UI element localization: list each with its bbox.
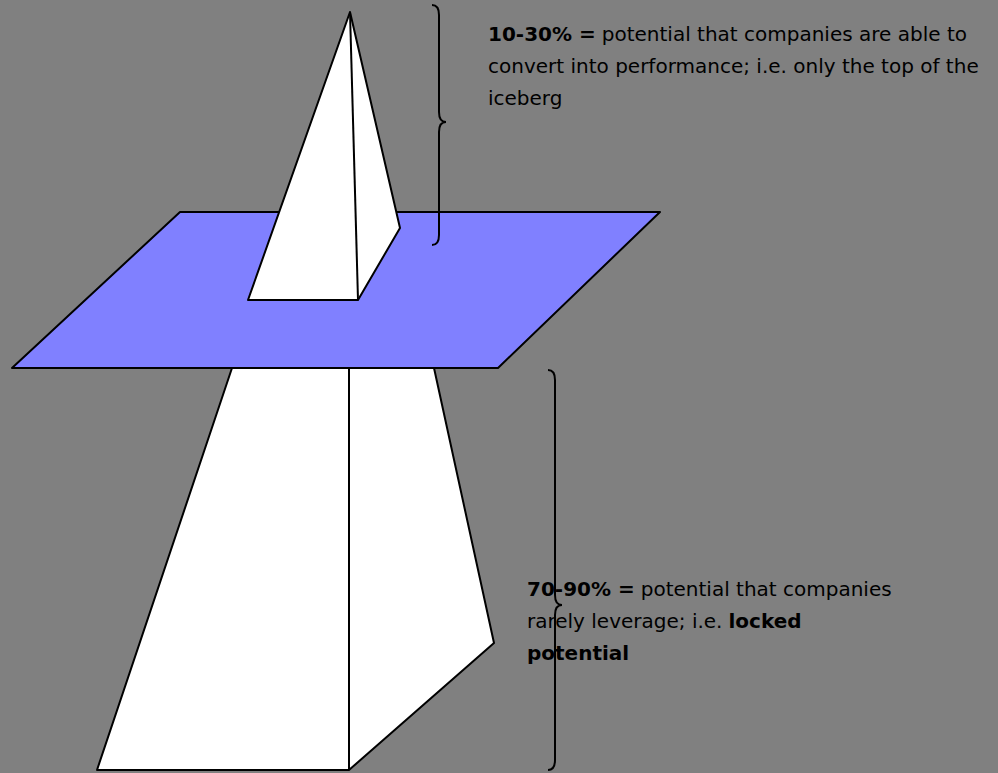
curly-brace (432, 5, 446, 245)
curly-brace (548, 370, 562, 770)
emphasis-label: 10-30% = (488, 22, 596, 46)
submerged-pyramid (97, 368, 494, 770)
pyramid-edge (350, 12, 358, 300)
annotation-text: 10-30% =potential that companies are abl… (488, 18, 988, 114)
emphasis-label: 70-90% = (527, 577, 635, 601)
iceberg-tip (248, 12, 400, 300)
pyramid-edge (348, 368, 350, 770)
annotation-text: 70-90% =potential that companies rarely … (527, 573, 912, 669)
